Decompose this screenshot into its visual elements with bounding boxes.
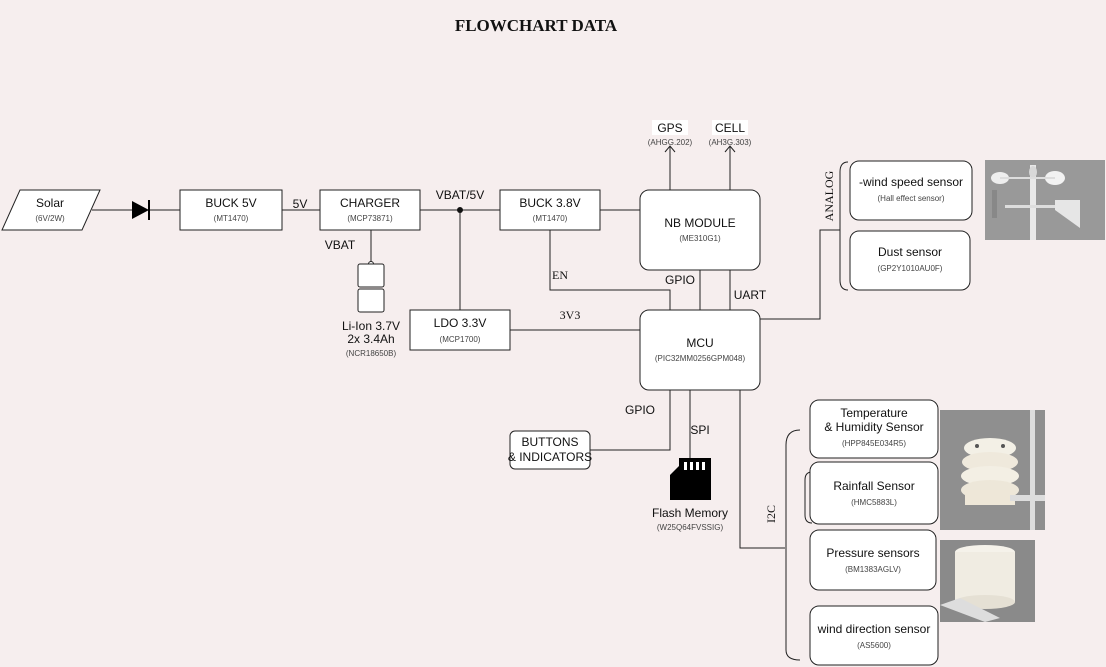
mcu-sub: (PIC32MM0256GPM048): [655, 354, 746, 363]
temp-humidity-sub: (HPP845E034R5): [842, 439, 906, 448]
rainfall-sub: (HMC5883L): [851, 498, 897, 507]
buttons-line2: & INDICATORS: [508, 450, 592, 464]
gps-label: GPS: [657, 121, 682, 135]
gps-label-bg: [652, 120, 688, 135]
flash-label: Flash Memory: [652, 506, 728, 520]
nb-module-block: NB MODULE (ME310G1): [639, 189, 761, 271]
solar-label: Solar: [36, 196, 64, 210]
wind-direction-sub: (AS5600): [857, 641, 891, 650]
buck-3v8-block: BUCK 3.8V (MT1470): [499, 189, 601, 231]
temp-humidity-line1: Temperature: [840, 406, 908, 420]
net-gpio-nb: GPIO: [665, 273, 695, 287]
net-en: EN: [552, 268, 568, 282]
gps-sub: (AHGG.202): [648, 138, 693, 147]
wires: [92, 146, 849, 661]
sd-card-icon: [670, 458, 711, 500]
buck-5v-block: BUCK 5V (MT1470): [179, 189, 283, 231]
cell-sub: (AH3G.303): [709, 138, 752, 147]
cell-label: CELL: [715, 121, 745, 135]
battery-line2: 2x 3.4Ah: [347, 332, 394, 346]
buck-5v-sub: (MT1470): [214, 214, 249, 223]
radiation-shield-photo: [940, 410, 1045, 530]
cell-label-bg: [712, 120, 748, 135]
solar-block: Solar (6V/2W): [1, 189, 101, 231]
ldo-label: LDO 3.3V: [434, 316, 487, 330]
nb-module-label: NB MODULE: [664, 216, 735, 230]
wind-speed-label: -wind speed sensor: [859, 175, 963, 189]
pressure-sub: (BM1383AGLV): [845, 565, 901, 574]
temp-humidity-line2: & Humidity Sensor: [824, 420, 923, 434]
battery-line1: Li-Ion 3.7V: [342, 319, 400, 333]
wind-direction-label: wind direction sensor: [817, 622, 931, 636]
wind-speed-sub: (Hall effect sensor): [878, 194, 945, 203]
net-i2c: I2C: [764, 505, 778, 523]
flash-sub: (W25Q64FVSSIG): [657, 523, 724, 532]
buck-5v-label: BUCK 5V: [205, 196, 256, 210]
battery-icon: [357, 261, 385, 313]
buck-3v8-sub: (MT1470): [533, 214, 568, 223]
net-5v: 5V: [293, 197, 308, 211]
pressure-label: Pressure sensors: [826, 546, 919, 560]
mcu-block: MCU (PIC32MM0256GPM048): [639, 309, 761, 391]
ldo-block: LDO 3.3V (MCP1700): [409, 309, 511, 351]
charger-label: CHARGER: [340, 196, 400, 210]
wind-direction-sensor-block: wind direction sensor (AS5600): [809, 605, 939, 666]
mcu-label: MCU: [686, 336, 713, 350]
buck-3v8-label: BUCK 3.8V: [519, 196, 580, 210]
antenna-icon: [664, 145, 736, 153]
pressure-sensor-block: Pressure sensors (BM1383AGLV): [809, 529, 937, 591]
junction-dot: [457, 207, 463, 213]
temp-humidity-sensor-block: Temperature & Humidity Sensor (HPP845E03…: [809, 399, 939, 459]
nb-module-sub: (ME310G1): [679, 234, 721, 243]
ldo-sub: (MCP1700): [440, 335, 481, 344]
buttons-indicators-block: BUTTONS & INDICATORS: [508, 430, 592, 470]
anemometer-photo: [985, 160, 1105, 240]
charger-sub: (MCP73871): [347, 214, 393, 223]
rainfall-sensor-block: Rainfall Sensor (HMC5883L): [809, 461, 939, 525]
net-gpio-buttons: GPIO: [625, 403, 655, 417]
dust-sub: (GP2Y1010AU0F): [878, 264, 943, 273]
buttons-line1: BUTTONS: [521, 435, 578, 449]
net-analog: ANALOG: [822, 170, 836, 221]
net-spi: SPI: [690, 423, 709, 437]
net-uart: UART: [734, 288, 767, 302]
diode-icon: [132, 200, 150, 220]
net-vbat-5v: VBAT/5V: [436, 188, 484, 202]
rain-sensor-photo: [940, 540, 1035, 622]
rainfall-label: Rainfall Sensor: [833, 479, 914, 493]
dust-label: Dust sensor: [878, 245, 942, 259]
battery-sub: (NCR18650B): [346, 349, 397, 358]
charger-block: CHARGER (MCP73871): [319, 189, 421, 231]
solar-sub: (6V/2W): [35, 214, 65, 223]
wind-speed-sensor-block: -wind speed sensor (Hall effect sensor): [849, 160, 973, 221]
dust-sensor-block: Dust sensor (GP2Y1010AU0F): [849, 230, 971, 291]
net-vbat: VBAT: [325, 238, 356, 252]
net-3v3: 3V3: [560, 308, 581, 322]
page-title: FLOWCHART DATA: [455, 16, 618, 35]
